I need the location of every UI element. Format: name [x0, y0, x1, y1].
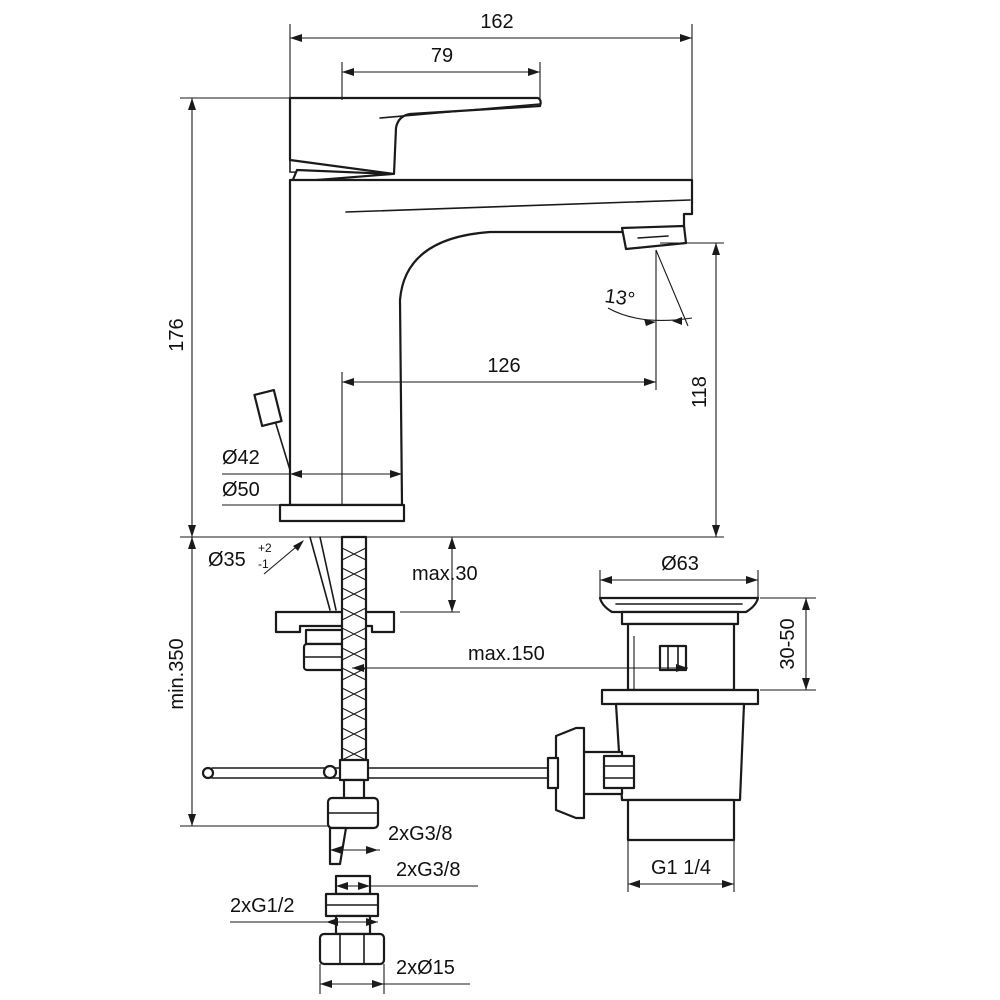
label-waste-flange: Ø63: [661, 553, 699, 575]
label-waste-range: 30-50: [777, 618, 799, 669]
compression-nut: [318, 932, 386, 966]
dimension-lines: [180, 24, 816, 994]
popup-rod-knob: [253, 388, 283, 428]
label-waste-reach: max.150: [468, 643, 545, 665]
label-hole-diameter: Ø35: [208, 549, 246, 571]
label-body-diameter-top: Ø42: [222, 447, 260, 469]
label-handle-length: 79: [431, 45, 453, 67]
waste-linkage-nut: [554, 726, 586, 820]
label-pipe-diameter: 2xØ15: [396, 957, 455, 979]
supply-adapter: [318, 874, 386, 966]
label-spout-reach: 126: [487, 355, 520, 377]
label-spout-height: 118: [689, 376, 711, 408]
popup-rod: [201, 764, 561, 780]
label-spray-angle: 13°: [603, 285, 636, 311]
lever-handle: [288, 96, 542, 176]
label-height-overall: 176: [166, 318, 188, 351]
pop-up-waste: [546, 596, 760, 842]
label-adapter-thread: 2xG3/8: [396, 859, 460, 881]
label-hole-tol-minus: -1: [258, 557, 269, 571]
hose-end: [326, 758, 380, 866]
waste-plug: [598, 596, 760, 614]
label-deck-thickness: max.30: [412, 563, 478, 585]
under-deck-fixings: [274, 536, 396, 672]
label-hose-min: min.350: [166, 638, 188, 709]
label-hose-thread: 2xG3/8: [388, 823, 452, 845]
label-waste-thread: G1 1/4: [651, 857, 711, 879]
label-hole-tol-plus: +2: [258, 541, 272, 555]
label-width-overall: 162: [480, 11, 513, 33]
label-supply-thread: 2xG1/2: [230, 895, 294, 917]
waste-tail: [626, 798, 736, 842]
faucet-base: [278, 503, 406, 523]
braided-hose: [340, 535, 368, 777]
waste-flange: [600, 688, 760, 706]
label-body-diameter-base: Ø50: [222, 479, 260, 501]
dimension-labels: 162 79 176 126 118 13° Ø42 Ø50 Ø35 +2 -1…: [166, 11, 799, 979]
